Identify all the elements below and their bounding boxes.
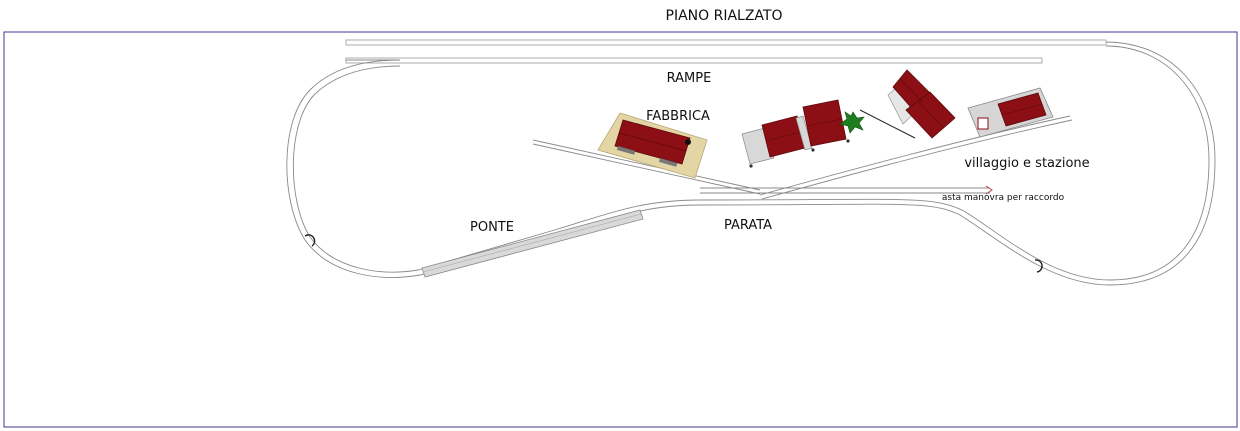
board-frame [3,31,1238,428]
bridge [421,209,644,278]
label-asta-manovra: asta manovra per raccordo [942,193,1065,203]
fabbrica-siding-track [532,139,761,195]
asta-manovra-track [700,187,990,194]
house-icon [802,99,847,147]
fabbrica-marker-icon [685,139,691,145]
tree-icon [839,111,865,134]
ramp-upper [345,39,1107,46]
middle-houses [741,99,850,168]
diagram-title: PIANO RIALZATO [666,8,783,24]
label-fabbrica: FABBRICA [646,109,710,124]
upper-right-buildings [859,69,956,139]
track-end-icon [1034,259,1043,273]
main-loop-track [286,41,1216,286]
label-ponte: PONTE [470,220,514,235]
ramp-strips [345,39,1107,64]
label-rampe: RAMPE [667,71,712,86]
ramp-lower [345,57,1043,64]
label-villaggio: villaggio e stazione [964,156,1089,171]
track-end-icon [985,185,993,195]
track-end-icon [304,234,316,247]
fabbrica-building [597,112,708,179]
station-building [967,87,1054,138]
village-line-track [759,115,1073,200]
label-parata: PARATA [724,218,772,233]
